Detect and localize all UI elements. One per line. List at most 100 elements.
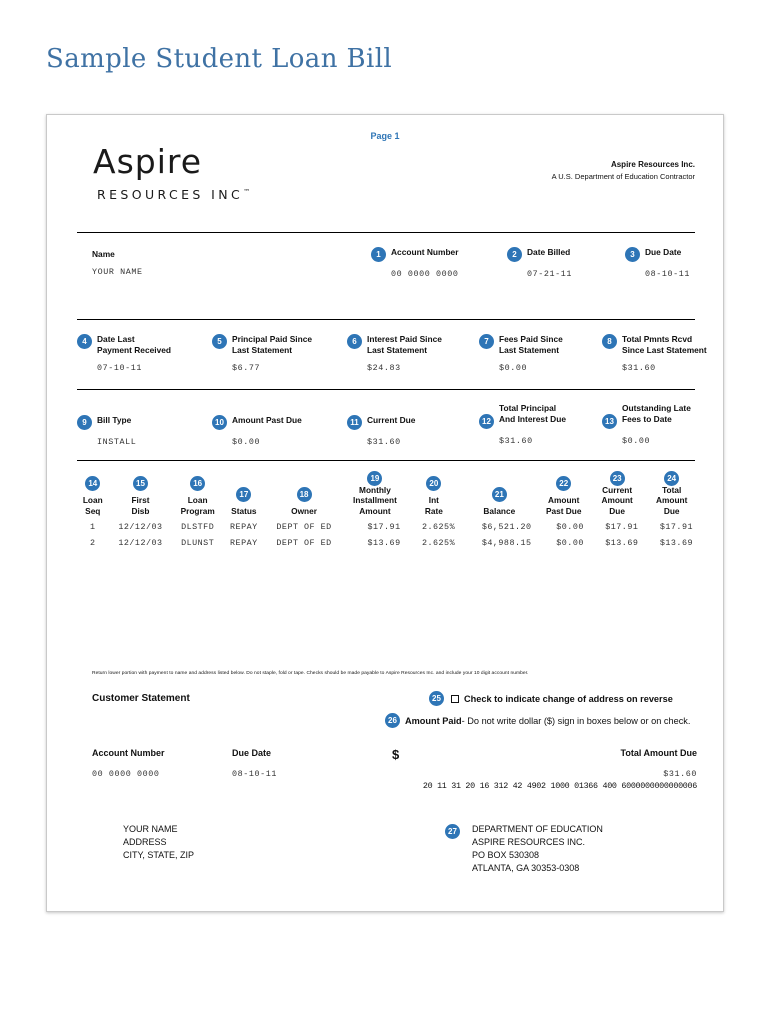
col-line-1: Monthly (359, 485, 391, 495)
badge-25: 25 (429, 691, 444, 706)
badge-4: 4 (77, 334, 92, 349)
col-loan-seq: 14 Loan Seq (77, 471, 109, 519)
divider-due-top (77, 389, 695, 390)
loan-detail-table: 14 Loan Seq 15 First Disb 16 (77, 471, 699, 551)
amount-paid-row: 26 Amount Paid - Do not write dollar ($)… (385, 713, 690, 728)
field-due-date-label: Due Date (645, 247, 682, 257)
return-instructions: Return lower portion with payment to nam… (92, 671, 529, 676)
field-bill-type-label: Bill Type (97, 415, 132, 425)
label-line-1: Principal Paid Since (232, 334, 313, 344)
label-line-2: Fees to Date (622, 413, 672, 424)
badge-11: 11 (347, 415, 362, 430)
col-first-disb: 15 First Disb (109, 471, 173, 519)
badge-20: 20 (426, 476, 442, 492)
col-line-1: Amount (548, 495, 580, 506)
change-of-address-label: Check to indicate change of address on r… (464, 693, 673, 704)
stub-due-date-label: Due Date (232, 748, 272, 758)
label-line-1: Outstanding Late (622, 403, 691, 413)
cell-total-amount-due: $17.91 (659, 522, 693, 533)
stub-account-number-label: Account Number (92, 748, 165, 758)
badge-26: 26 (385, 713, 400, 728)
col-amount-past-due: 22 Amount Past Due (538, 471, 590, 519)
amount-paid-label: Amount Paid (405, 715, 462, 726)
cell-int-rate: 2.625% (421, 522, 456, 533)
field-interest-paid-value: $24.83 (367, 362, 401, 373)
col-line-2: Rate (424, 505, 443, 516)
stub-due-date: Due Date 08-10-11 (232, 743, 372, 779)
cell-loan-program: DLSTFD (181, 522, 215, 533)
col-line-1: Loan (82, 495, 103, 506)
badge-6: 6 (347, 334, 362, 349)
badge-9: 9 (77, 415, 92, 430)
cell-amount-past-due: $0.00 (556, 538, 584, 549)
company-info: Aspire Resources Inc. A U.S. Department … (552, 159, 695, 182)
field-total-payments-received-value: $31.60 (622, 362, 656, 373)
cell-owner: DEPT OF ED (276, 538, 332, 549)
field-name-label: Name (92, 249, 115, 259)
field-total-payments-received: 8 Total Pmnts Rcvd Since Last Statement … (602, 334, 737, 373)
field-interest-paid-label: Interest Paid Since Last Statement (367, 334, 442, 356)
field-current-due-value: $31.60 (367, 437, 401, 447)
label-line-1: Fees Paid Since (499, 334, 563, 344)
payer-address-line-1: YOUR NAME (123, 824, 178, 834)
badge-13: 13 (602, 414, 617, 429)
field-interest-paid: 6 Interest Paid Since Last Statement $24… (347, 334, 482, 373)
label-line-1: Date Last (97, 334, 135, 344)
payer-address-line-2: ADDRESS (123, 837, 167, 848)
field-total-payments-received-label: Total Pmnts Rcvd Since Last Statement (622, 334, 707, 356)
field-current-due-label: Current Due (367, 415, 416, 425)
field-account-number-value: 00 0000 0000 (391, 269, 459, 279)
ocr-scanline: 20 11 31 20 16 312 42 4902 1000 01366 40… (422, 781, 697, 791)
col-monthly-installment-amount: 19 Monthly Installment Amount (343, 471, 406, 519)
badge-23: 23 (609, 471, 625, 486)
col-line-2: Past Due (545, 505, 582, 516)
logo-sub-text: RESOURCES INC™ (85, 187, 375, 202)
logo-swoosh-icon (79, 165, 125, 177)
change-of-address-row[interactable]: 25 Check to indicate change of address o… (429, 691, 673, 706)
badge-17: 17 (236, 486, 252, 502)
cell-loan-seq: 2 (90, 538, 96, 549)
field-bill-type-value: INSTALL (97, 437, 137, 447)
stub-total-amount-due-label: Total Amount Due (620, 748, 698, 758)
change-of-address-checkbox[interactable] (451, 694, 459, 703)
badge-1: 1 (371, 247, 386, 262)
cell-balance: $4,988.15 (481, 538, 532, 549)
cell-current-amount-due: $17.91 (605, 522, 639, 533)
field-date-billed: 2 Date Billed 07-21-11 (507, 247, 617, 279)
cell-int-rate: 2.625% (421, 538, 456, 549)
badge-14: 14 (85, 476, 101, 492)
badge-21: 21 (491, 486, 507, 502)
col-line-1: Total (662, 485, 682, 495)
cell-monthly-installment: $17.91 (367, 522, 401, 533)
label-line-2: Last Statement (232, 344, 293, 355)
cell-loan-seq: 1 (90, 522, 96, 533)
stub-due-date-value: 08-10-11 (232, 769, 278, 779)
amount-paid-note: - Do not write dollar ($) sign in boxes … (461, 715, 691, 726)
badge-12: 12 (479, 414, 494, 429)
col-line-1: Balance (483, 505, 516, 516)
col-line-1: Loan (187, 495, 208, 506)
field-amount-past-due-label: Amount Past Due (232, 415, 302, 425)
badge-16: 16 (190, 476, 206, 492)
field-amount-past-due-value: $0.00 (232, 437, 261, 447)
field-total-principal-interest-due-label: Total Principal And Interest Due (499, 403, 566, 425)
page-title: Sample Student Loan Bill (46, 44, 393, 74)
col-line-2: Seq (85, 505, 101, 516)
cell-amount-past-due: $0.00 (556, 522, 584, 533)
cell-owner: DEPT OF ED (276, 522, 332, 533)
label-line-1: Interest Paid Since (367, 334, 442, 344)
table-row: 2 12/12/03 DLUNST REPAY DEPT OF ED $13.6… (77, 535, 699, 551)
cell-status: REPAY (230, 522, 258, 533)
col-line-2: Disb (131, 505, 150, 516)
field-date-billed-value: 07-21-11 (527, 269, 573, 279)
col-line-2: Amount (601, 495, 633, 506)
logo-wordmark: Aspire (85, 145, 375, 178)
col-line-2: Program (180, 505, 215, 516)
col-line-1: Current (602, 485, 633, 495)
cell-monthly-installment: $13.69 (367, 538, 401, 549)
remit-address-line-1: DEPARTMENT OF EDUCATION (472, 824, 603, 834)
label-line-2: And Interest Due (499, 413, 567, 424)
field-date-last-payment-value: 07-10-11 (97, 362, 143, 373)
stub-total-amount-due-value: $31.60 (663, 769, 697, 779)
